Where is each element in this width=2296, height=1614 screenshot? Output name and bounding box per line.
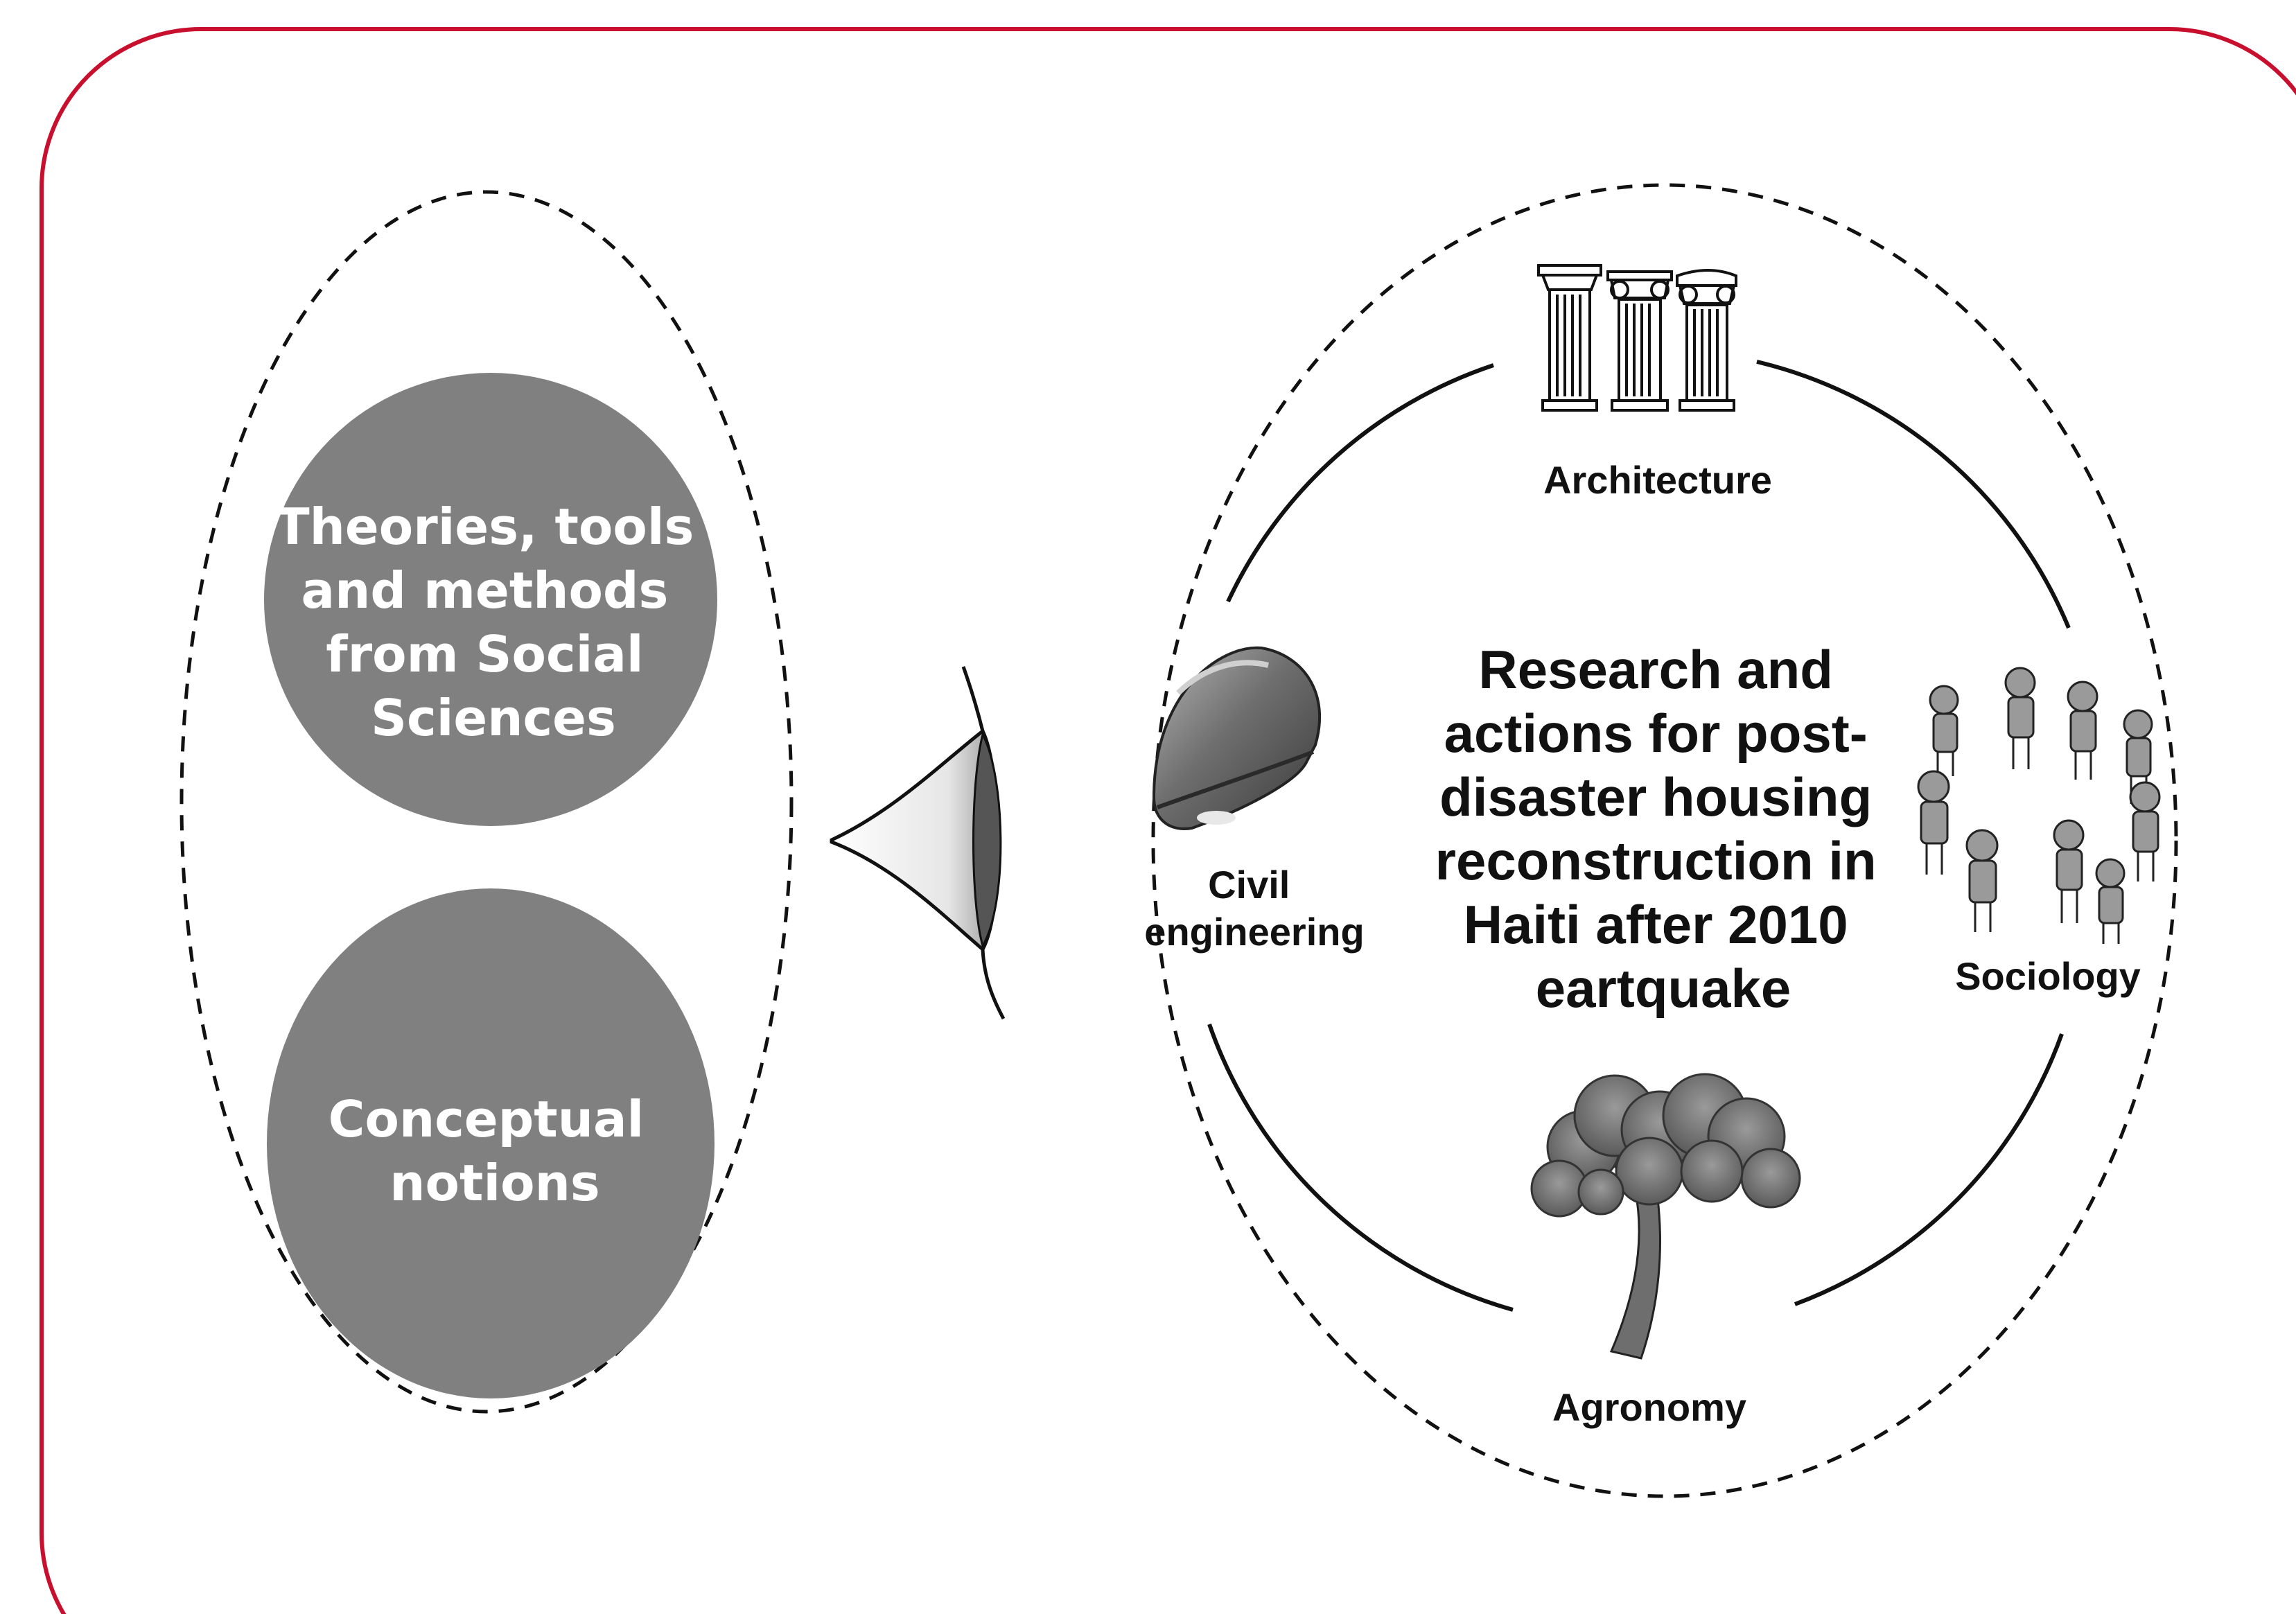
hard-hat-icon — [1152, 646, 1322, 830]
theories-circle — [264, 373, 717, 826]
person-figure — [2053, 819, 2085, 923]
civil-engineering-line: Civil — [1208, 863, 1290, 906]
left-group: Theories, tools and methods from Social … — [179, 190, 794, 1414]
column-shape — [1537, 264, 1602, 412]
person-figure — [1929, 685, 1959, 776]
center-title-line: eartquake — [1536, 958, 1791, 1019]
theories-line: and methods — [301, 561, 669, 620]
person-figure — [1917, 770, 1950, 875]
center-title-line: reconstruction in — [1435, 830, 1877, 891]
left-dashed-ellipse — [179, 190, 794, 1414]
right-group: Architecture Civil engineering Sociology — [1144, 183, 2178, 1498]
tree-icon — [1530, 1073, 1801, 1360]
theories-line: from Social — [326, 625, 643, 683]
cycle-arc-bottom-left — [1207, 1024, 1514, 1312]
center-title: Research and actions for post- disaster … — [1435, 639, 1892, 1019]
cycle-arc-bottom-right — [1794, 1033, 2064, 1306]
person-figure — [2129, 781, 2161, 881]
tree-canopy — [1530, 1073, 1801, 1218]
civil-engineering-label: Civil engineering — [1144, 863, 1364, 954]
center-title-line: actions for post- — [1444, 703, 1868, 764]
concepts-line: notions — [389, 1154, 599, 1212]
person-figure — [2004, 667, 2036, 769]
center-title-line: Research and — [1478, 639, 1833, 700]
columns-icon — [1537, 264, 1737, 412]
concepts-text: Conceptual notions — [328, 1090, 662, 1212]
concepts-circle — [267, 888, 715, 1398]
column-shape — [1606, 270, 1673, 412]
concepts-line: Conceptual — [328, 1090, 645, 1148]
person-figure — [2067, 681, 2098, 780]
right-dashed-ellipse — [1151, 183, 2178, 1498]
cycle-arc-top-right — [1756, 360, 2071, 629]
eye-icon — [830, 666, 1006, 1020]
theories-line: Sciences — [371, 689, 616, 747]
theories-text: Theories, tools and methods from Social … — [276, 498, 712, 747]
column-shape — [1676, 269, 1737, 412]
center-title-line: Haiti after 2010 — [1464, 894, 1848, 955]
cycle-arc-top-left — [1226, 363, 1494, 603]
theories-line: Theories, tools — [276, 498, 694, 556]
architecture-label: Architecture — [1543, 458, 1772, 502]
outer-frame — [40, 27, 2296, 1614]
person-figure — [1965, 829, 1999, 932]
center-title-line: disaster housing — [1439, 766, 1872, 827]
sociology-label: Sociology — [1955, 954, 2141, 998]
person-figure — [2095, 858, 2126, 944]
group-discussion-icon — [1917, 667, 2161, 944]
civil-engineering-line: engineering — [1144, 910, 1364, 954]
agronomy-label: Agronomy — [1552, 1385, 1746, 1429]
